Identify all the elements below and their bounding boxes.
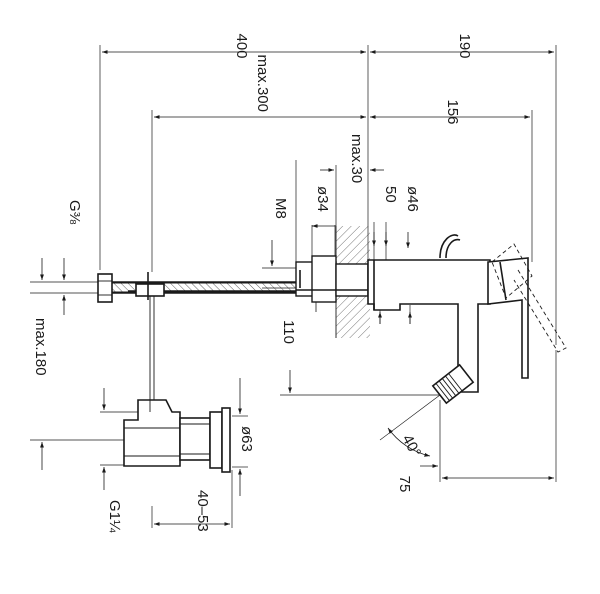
label-40-deg: 40° [398,432,424,460]
labels: 400 190 max.300 156 max.30 ø34 50 ø46 M8… [32,33,473,533]
dimension-lines [40,50,554,526]
label-50: 50 [382,186,399,203]
label-g38: G⅜ [66,200,83,225]
label-g114: G1¼ [106,500,123,533]
label-190: 190 [456,33,473,58]
mixer-body [367,234,567,405]
label-75: 75 [396,476,413,493]
label-max-180: max.180 [32,318,49,376]
label-40-53: 40–53 [194,490,211,532]
label-dia-46: ø46 [404,186,421,212]
label-max-300: max.300 [254,54,271,112]
wall-fitting [295,255,369,303]
label-m8: M8 [272,198,289,219]
label-400: 400 [233,33,250,58]
label-max-30: max.30 [348,134,365,183]
label-110: 110 [280,320,297,344]
pop-up-waste [123,399,231,473]
label-156: 156 [444,99,461,124]
label-dia-34: ø34 [314,186,331,212]
label-dia-63: ø63 [238,426,255,452]
